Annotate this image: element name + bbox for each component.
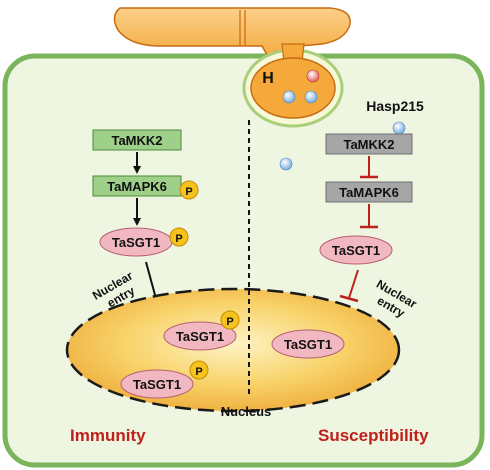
nucleus-right-sgt	[271, 329, 345, 359]
nucleus	[65, 287, 401, 413]
nucleus-label: Nucleus	[221, 404, 272, 419]
left-mapk-label: TaMAPK6	[107, 179, 167, 194]
nucleus-left-sgt-upper-phospho-label: P	[226, 316, 233, 328]
hypha-shape	[113, 7, 351, 61]
effector-label: Hasp215	[366, 98, 424, 114]
effector-hasp215	[392, 121, 406, 135]
nucleus-right-sgt-label: TaSGT1	[284, 337, 332, 352]
nucleus-left-sgt-lower-label: TaSGT1	[133, 377, 181, 392]
nucleus-left-sgt-upper	[163, 321, 237, 351]
left-sgt-phospho-label: P	[175, 233, 182, 245]
right-inhibit-nuclear-bar	[339, 294, 359, 303]
left-sgt-phospho	[169, 227, 189, 247]
right-mapk-label: TaMAPK6	[339, 185, 399, 200]
haustorium-label: H	[262, 70, 274, 87]
nucleus-left-sgt-lower-phospho-label: P	[195, 366, 202, 378]
haustorium-red-vesicle	[306, 69, 320, 83]
left-mkk-label: TaMKK2	[111, 133, 162, 148]
nucleus-left-sgt-lower-phospho	[189, 360, 209, 380]
outcome-susceptibility: Susceptibility	[318, 426, 429, 445]
right-inhibit-nuclear-line	[348, 269, 359, 299]
right-mkk-label: TaMKK2	[343, 137, 394, 152]
left-mapk-phospho-label: P	[185, 186, 192, 198]
outcome-immunity: Immunity	[70, 426, 146, 445]
left-mapk-phospho	[179, 180, 199, 200]
effector-free	[279, 157, 293, 171]
nucleus-left-sgt-upper-label: TaSGT1	[176, 329, 224, 344]
haustorium-body	[250, 57, 336, 119]
left-mkk-box	[92, 129, 182, 151]
nucleus-left-sgt-lower	[120, 369, 194, 399]
right-mkk-box	[325, 133, 413, 155]
right-sgt-label: TaSGT1	[332, 243, 380, 258]
haustorium-effector-2	[304, 90, 318, 104]
left-sgt-label: TaSGT1	[112, 235, 160, 250]
haustorium-effector-1	[282, 90, 296, 104]
right-mapk-box	[325, 181, 413, 203]
right-sgt-ellipse	[319, 235, 393, 265]
nucleus-left-sgt-upper-phospho	[220, 310, 240, 330]
